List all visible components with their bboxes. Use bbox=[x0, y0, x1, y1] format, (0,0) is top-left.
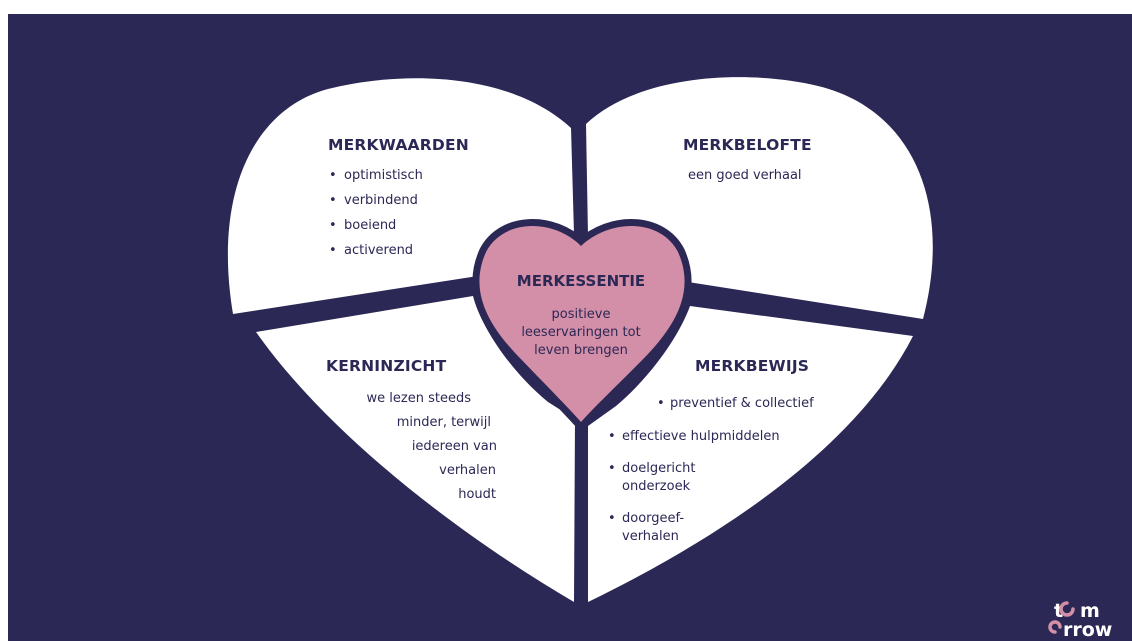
list-item: doorgeef- bbox=[622, 511, 684, 526]
quadrant-merkbewijs bbox=[588, 306, 913, 602]
brand-heart-diagram: MERKWAARDEN • optimistisch • verbindend … bbox=[227, 77, 1112, 641]
list-item: preventief & collectief bbox=[670, 396, 814, 411]
merkwaarden-title: MERKWAARDEN bbox=[328, 136, 469, 154]
kerninzicht-line: houdt bbox=[458, 487, 496, 502]
tomorrow-logo: t m rrow bbox=[1048, 600, 1112, 641]
kerninzicht-title: KERNINZICHT bbox=[326, 357, 447, 375]
merkbewijs-title: MERKBEWIJS bbox=[695, 357, 809, 375]
center-heart bbox=[479, 226, 685, 422]
bullet: • bbox=[329, 168, 337, 183]
bullet: • bbox=[329, 193, 337, 208]
merkessentie-title: MERKESSENTIE bbox=[517, 272, 645, 290]
list-item: doelgericht bbox=[622, 461, 696, 476]
svg-text:rrow: rrow bbox=[1063, 619, 1112, 641]
kerninzicht-line: we lezen steeds bbox=[367, 391, 472, 406]
bullet: • bbox=[608, 511, 616, 526]
svg-text:t: t bbox=[1054, 600, 1063, 622]
list-item: boeiend bbox=[344, 218, 396, 233]
merkessentie-line: positieve bbox=[552, 307, 611, 322]
merkwaarden-list: • optimistisch • verbindend • boeiend • … bbox=[329, 168, 423, 258]
merkbewijs-list: • preventief & collectief • effectieve h… bbox=[608, 396, 814, 544]
list-item: verbindend bbox=[344, 193, 418, 208]
slide: MERKWAARDEN • optimistisch • verbindend … bbox=[8, 14, 1132, 641]
list-item: effectieve hulpmiddelen bbox=[622, 429, 780, 444]
kerninzicht-line: iedereen van bbox=[412, 439, 497, 454]
bullet: • bbox=[329, 218, 337, 233]
bullet: • bbox=[329, 243, 337, 258]
bullet: • bbox=[608, 461, 616, 476]
kerninzicht-line: verhalen bbox=[439, 463, 496, 478]
list-item: activerend bbox=[344, 243, 413, 258]
quadrant-kerninzicht bbox=[256, 296, 575, 602]
list-item: optimistisch bbox=[344, 168, 423, 183]
bullet: • bbox=[608, 429, 616, 444]
merkessentie-line: leven brengen bbox=[534, 343, 628, 358]
merkessentie-line: leeservaringen tot bbox=[521, 325, 640, 340]
svg-text:m: m bbox=[1080, 600, 1100, 622]
bullet: • bbox=[657, 396, 665, 411]
list-item-continuation: onderzoek bbox=[622, 479, 691, 494]
merkbelofte-title: MERKBELOFTE bbox=[683, 136, 812, 154]
kerninzicht-line: minder, terwijl bbox=[397, 415, 491, 430]
merkbelofte-text: een goed verhaal bbox=[688, 168, 802, 183]
list-item-continuation: verhalen bbox=[622, 529, 679, 544]
